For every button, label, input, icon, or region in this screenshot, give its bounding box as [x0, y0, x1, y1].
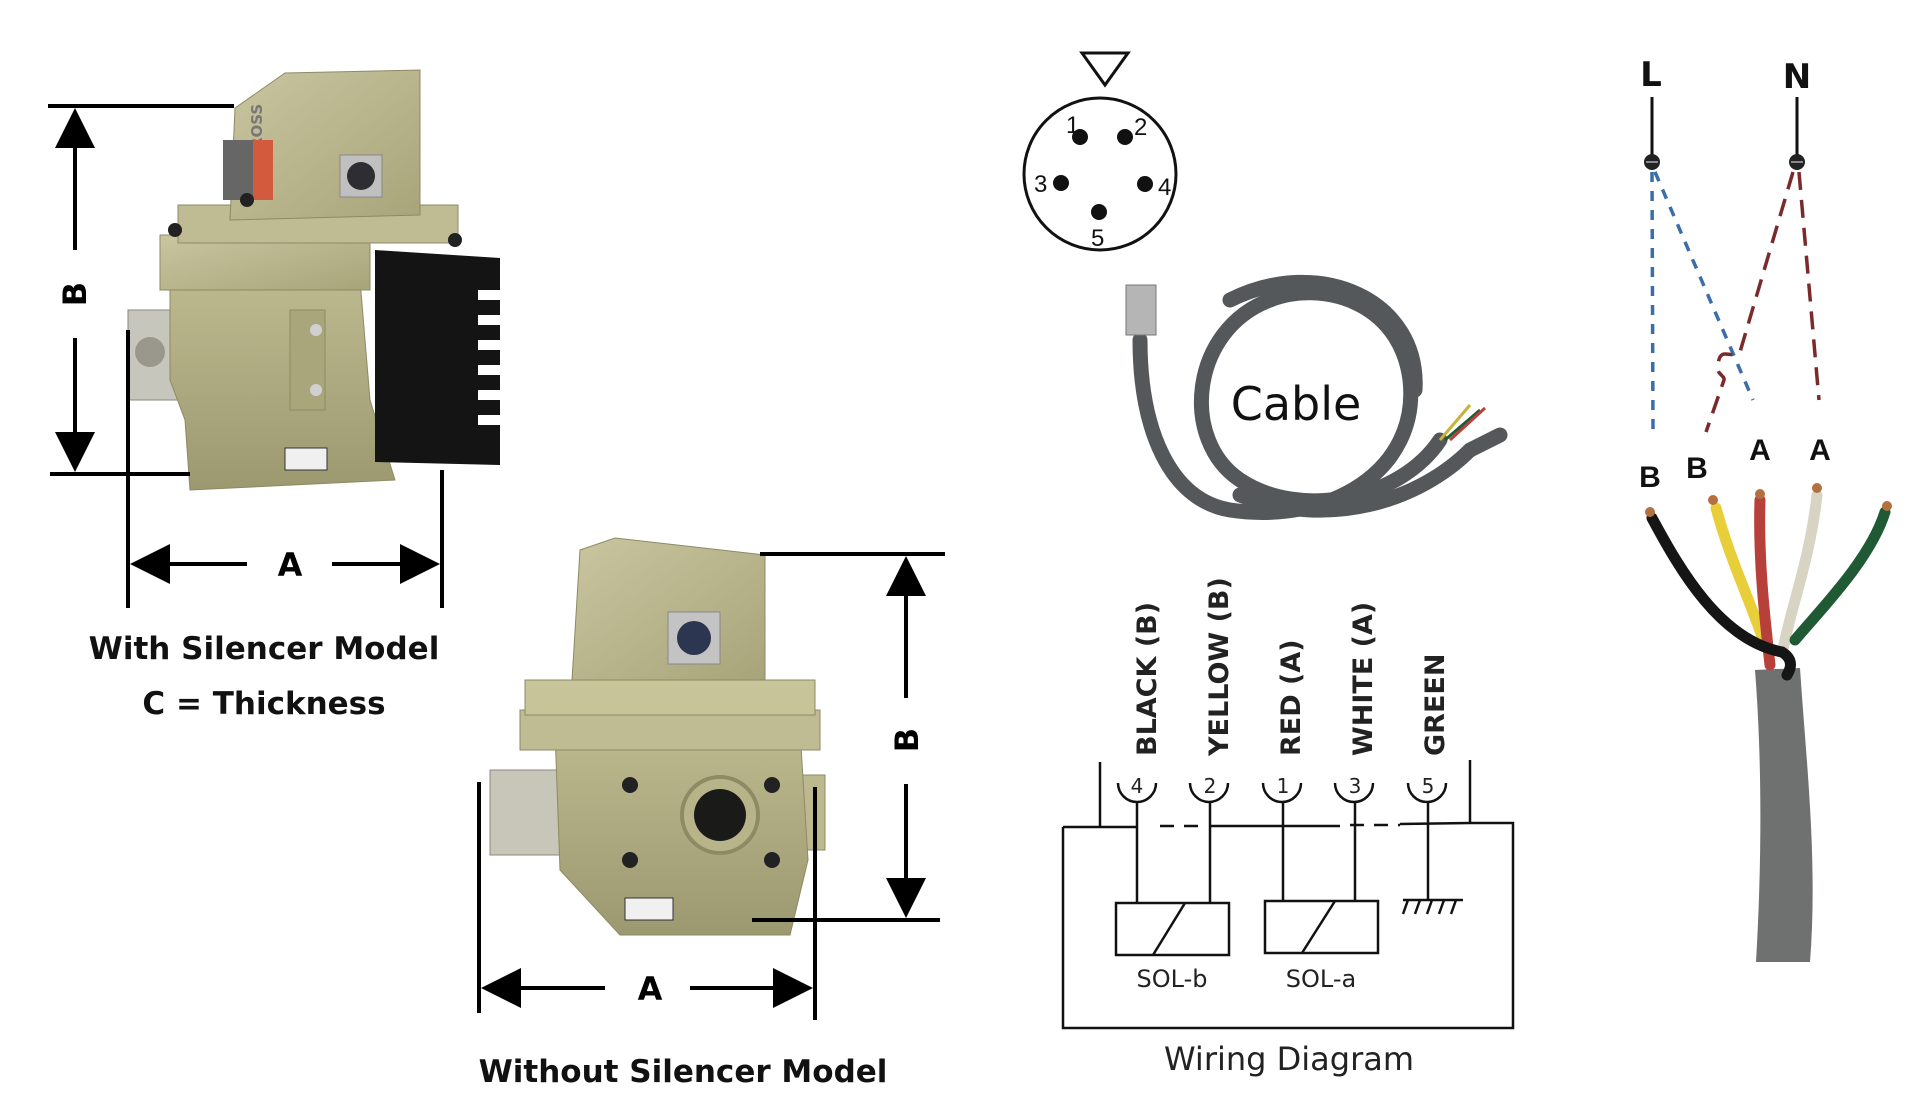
ross-logo: [223, 140, 253, 200]
neutral-to-yellow-wire: [1704, 171, 1795, 433]
connector-pinout: 1 2 3 4 5: [1022, 51, 1178, 252]
power-connection: L N B B A A: [1639, 55, 1892, 962]
neutral-terminal-label: N: [1783, 57, 1811, 97]
solenoid-a-label: SOL-a: [1286, 965, 1356, 993]
wiring-diagram-title: Wiring Diagram: [1164, 1040, 1414, 1078]
ross-logo-text: ROSS: [248, 104, 266, 149]
dim-label-a: A: [278, 546, 303, 584]
valve-photo-without-silencer: [489, 537, 826, 936]
wiring-diagram: BLACK (B) YELLOW (B) RED (A) WHITE (A) G…: [1061, 577, 1515, 1078]
lead-label-a-1: A: [1749, 434, 1771, 467]
dim-label-b: B: [56, 282, 94, 306]
caption-thickness: C = Thickness: [142, 686, 385, 722]
stripped-cable-photo: [1645, 483, 1892, 962]
cable-photo: Cable: [1125, 274, 1508, 520]
dim-label-b-2: B: [888, 728, 926, 752]
dim-label-a-2: A: [638, 970, 663, 1008]
wire-label-white: WHITE (A): [1348, 602, 1379, 756]
pin-label-1: 1: [1066, 112, 1079, 139]
pin-5: [1091, 204, 1107, 220]
caption-without-silencer: Without Silencer Model: [479, 1054, 888, 1090]
solenoid-b-label: SOL-b: [1137, 965, 1208, 993]
pin-3: [1053, 175, 1069, 191]
socket-pin-1: 1: [1277, 774, 1290, 798]
socket-pin-3: 3: [1349, 774, 1362, 798]
neutral-to-red-wire: [1797, 171, 1821, 401]
solenoid-b-coil: [1114, 901, 1231, 957]
pin-label-3: 3: [1034, 171, 1047, 198]
caption-with-silencer: With Silencer Model: [89, 631, 440, 667]
dimension-a-with-silencer: A: [126, 330, 444, 608]
line-to-white-wire: [1653, 171, 1755, 401]
solenoid-a-coil: [1263, 899, 1380, 955]
lead-label-b-2: B: [1686, 452, 1708, 485]
line-to-black-wire: [1650, 171, 1655, 433]
key-triangle-icon: [1079, 51, 1131, 88]
wire-label-green: GREEN: [1420, 654, 1451, 756]
valve-without-silencer: B A Without Silencer Model: [477, 537, 945, 1090]
socket-pin-5: 5: [1422, 774, 1435, 798]
pin-label-4: 4: [1158, 174, 1171, 201]
cable-label: Cable: [1231, 377, 1362, 431]
pin-label-5: 5: [1091, 225, 1104, 252]
valve-photo-with-silencer: ROSS: [127, 69, 500, 491]
dimension-b-without-silencer: B: [752, 552, 945, 922]
wire-label-red: RED (A): [1276, 639, 1307, 756]
dimension-a-without-silencer: A: [477, 782, 817, 1020]
pin-1: [1072, 129, 1088, 145]
wire-label-black: BLACK (B): [1132, 602, 1163, 756]
valve-with-silencer: ROSS B: [48, 69, 500, 722]
pin-label-2: 2: [1134, 114, 1147, 141]
pin-2: [1117, 129, 1133, 145]
socket-pin-4: 4: [1131, 774, 1144, 798]
lead-label-a-2: A: [1809, 434, 1831, 467]
pin-4: [1137, 176, 1153, 192]
dimension-b-with-silencer: B: [48, 104, 234, 476]
socket-pin-2: 2: [1204, 774, 1217, 798]
wire-label-yellow: YELLOW (B): [1204, 577, 1235, 757]
line-terminal-label: L: [1640, 55, 1662, 95]
lead-label-b-1: B: [1639, 461, 1661, 494]
